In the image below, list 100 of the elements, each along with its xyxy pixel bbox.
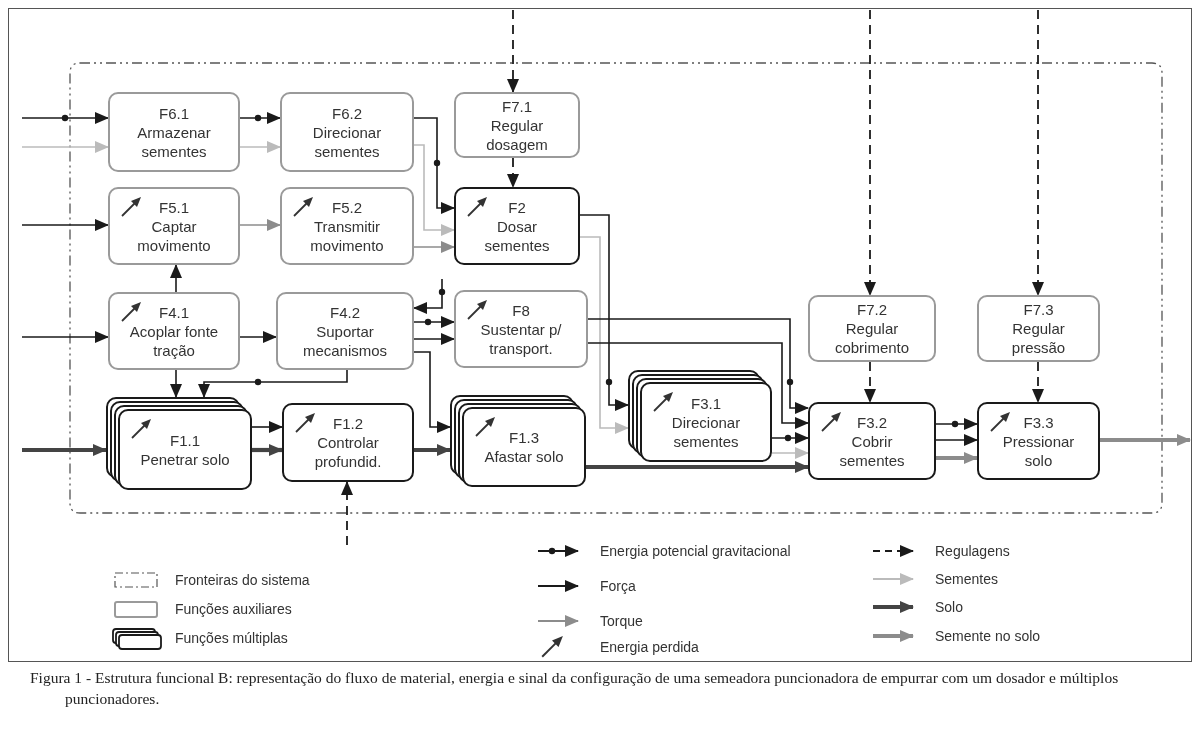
arrow	[1032, 9, 1044, 296]
arrow	[771, 432, 809, 444]
function-code: F3.2	[857, 412, 887, 432]
function-code: F7.3	[1023, 300, 1054, 319]
arrow	[413, 241, 455, 253]
arrow	[414, 444, 451, 456]
arrow	[864, 361, 876, 403]
function-name: Cobrir sementes	[838, 431, 906, 470]
auxiliary-function-box	[454, 290, 588, 368]
arrow	[170, 369, 182, 398]
auxiliary-function-box	[280, 92, 414, 172]
auxiliary-function-box	[276, 292, 414, 370]
arrow	[413, 144, 455, 236]
arrow	[771, 447, 809, 459]
function-code: F3.1	[691, 393, 721, 413]
legend-label: Torque	[600, 613, 643, 629]
function-name: Dosar sementes	[483, 216, 551, 255]
arrow	[936, 452, 978, 464]
arrow	[239, 219, 281, 231]
function-code: F7.1	[502, 96, 532, 116]
arrow	[1100, 434, 1191, 446]
function-box	[808, 402, 936, 480]
arrow	[239, 112, 281, 124]
function-name: Penetrar solo	[140, 449, 230, 469]
function-name: Direcionar sementes	[670, 412, 742, 451]
arrow	[587, 318, 809, 414]
function-name: Regular cobrimento	[833, 319, 911, 357]
arrow	[579, 214, 629, 411]
legend-label: Funções múltiplas	[175, 630, 288, 646]
stacked-function-box	[450, 395, 586, 487]
function-code: F6.2	[332, 103, 362, 123]
auxiliary-function-box	[108, 187, 240, 265]
arrow	[935, 434, 978, 446]
arrow	[21, 112, 109, 124]
auxiliary-function-box	[977, 295, 1100, 362]
auxiliary-function-box	[280, 187, 414, 265]
arrow	[587, 342, 809, 429]
arrow	[21, 219, 109, 231]
auxiliary-function-box	[808, 295, 936, 362]
arrow	[507, 9, 519, 93]
legend-label: Energia potencial gravitacional	[600, 543, 791, 559]
function-code: F8	[512, 300, 530, 320]
function-name: Armazenar sementes	[136, 122, 212, 161]
legend-label: Regulagens	[935, 543, 1010, 559]
legend-label: Semente no solo	[935, 628, 1041, 644]
arrow	[170, 264, 182, 293]
auxiliary-function-box	[108, 292, 240, 370]
arrow	[252, 444, 283, 456]
function-box	[454, 187, 580, 265]
function-code: F3.3	[1023, 412, 1054, 432]
legend-label: Solo	[935, 599, 964, 615]
arrow	[1032, 361, 1044, 403]
legend-label: Sementes	[935, 571, 999, 587]
function-name: Captar movimento	[136, 216, 212, 255]
function-name: Controlar profundid.	[313, 433, 383, 471]
arrow	[413, 117, 455, 214]
function-code: F5.2	[332, 197, 362, 217]
arrow	[507, 157, 519, 188]
function-name: Direcionar sementes	[311, 122, 383, 161]
arrow	[413, 351, 451, 433]
function-name: Acoplar fonte tração	[128, 321, 220, 360]
function-name: Transmitir movimento	[309, 216, 385, 255]
legend-label: Funções auxiliares	[175, 601, 292, 617]
arrow	[21, 141, 109, 153]
function-name: Sustentar p/ transport.	[479, 319, 563, 358]
function-name: Pressionar solo	[1001, 431, 1076, 470]
function-code: F4.1	[159, 302, 189, 322]
function-box	[282, 403, 414, 482]
arrow	[22, 444, 107, 456]
function-box	[977, 402, 1100, 480]
function-name: Suportar mecanismos	[301, 321, 389, 360]
arrow	[935, 418, 978, 430]
arrow	[239, 331, 277, 343]
function-code: F2	[508, 197, 526, 217]
function-code: F4.2	[330, 302, 360, 322]
arrow	[864, 9, 876, 296]
arrow	[251, 421, 283, 433]
auxiliary-function-box	[108, 92, 240, 172]
arrow	[239, 141, 281, 153]
figure-caption: Figura 1 - Estrutura funcional B: representação do fluxo de material, energia e sinal da configuração de uma semeadora puncionadora de empurrar com um dosador e múltiplos puncionadores.	[30, 668, 1120, 709]
legend-label: Energia perdida	[600, 639, 699, 655]
legend-label: Fronteiras do sistema	[175, 572, 310, 588]
auxiliary-function-box	[454, 92, 580, 158]
arrow	[586, 461, 809, 473]
function-code: F5.1	[159, 197, 189, 217]
legend-label: Força	[600, 578, 636, 594]
function-code: F1.2	[333, 414, 363, 433]
arrow	[413, 333, 455, 345]
arrow	[21, 331, 109, 343]
arrow	[198, 369, 348, 398]
arrow	[413, 316, 455, 328]
function-code: F1.1	[170, 430, 200, 450]
function-name: Regular pressão	[1010, 319, 1067, 357]
stacked-function-box	[106, 397, 252, 490]
stacked-function-box	[628, 370, 772, 462]
function-code: F6.1	[159, 103, 189, 123]
arrow	[413, 278, 443, 314]
arrow	[341, 481, 353, 546]
function-code: F1.3	[509, 428, 539, 447]
function-name: Afastar solo	[484, 447, 564, 466]
